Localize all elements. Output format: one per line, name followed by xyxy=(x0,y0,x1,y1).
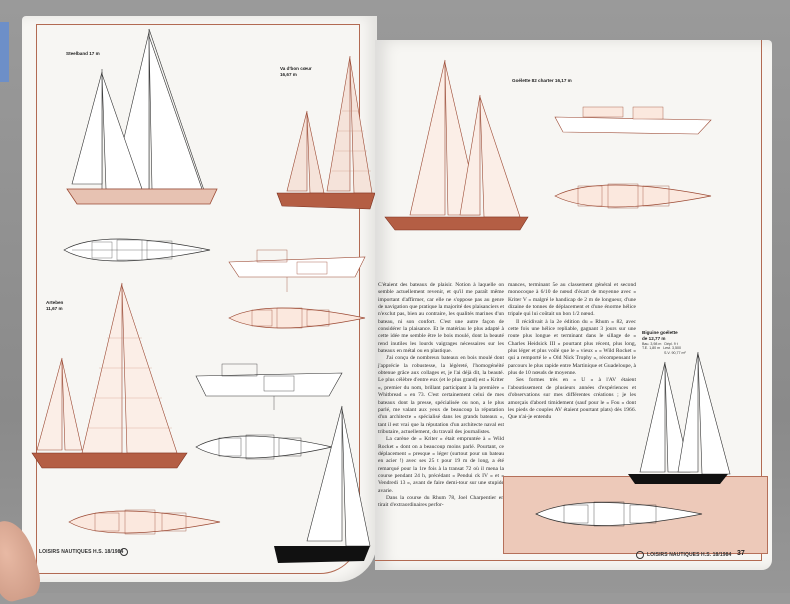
steelband-sail-plan-drawing xyxy=(66,28,218,205)
arteben-sail-plan-drawing xyxy=(31,282,188,469)
page-number: 37 xyxy=(737,550,745,557)
article-column-1: C'étaient des bateaux de plaisir. Notion… xyxy=(378,282,504,509)
biguine-plan-panel xyxy=(503,476,768,554)
page-frame xyxy=(36,24,360,574)
label-goelette: Goélette 82 charter 16,17 m xyxy=(512,78,572,83)
goelette-deck-plan-drawing xyxy=(554,183,712,209)
goelette-sail-plan-drawing xyxy=(384,59,529,231)
footer-logo-icon xyxy=(636,551,644,559)
label-steelband: Steelband 17 m xyxy=(66,51,100,56)
steelband-deck-plan-drawing xyxy=(63,238,211,262)
va-dbon-coeur-sail-plan-drawing xyxy=(276,55,376,210)
arteben-deck-plan-drawing xyxy=(68,509,221,535)
article-column-2: mances, terminant 5e au classement génér… xyxy=(508,282,636,421)
biguine-deck-plan-drawing xyxy=(535,501,703,527)
page-frame xyxy=(375,40,762,561)
section-deck-plan-drawing xyxy=(195,434,333,460)
va-dbon-coeur-deck-plan-drawing xyxy=(228,307,366,329)
blue-book-edge xyxy=(0,22,9,82)
right-page: Goélette 82 charter 16,17 m C'étaient de… xyxy=(375,40,772,570)
section-profile-drawing xyxy=(195,363,343,410)
left-footer: LOISIRS NAUTIQUES H.S. 18/1984 xyxy=(39,549,124,555)
footer-logo-icon xyxy=(120,548,128,556)
biguine-specs: Bau. 3,98 m Dépl. 9 t T.E. 1,80 m Lest. … xyxy=(642,342,686,355)
sloop-sail-plan-drawing xyxy=(274,405,371,563)
goelette-profile-drawing xyxy=(554,106,712,135)
va-dbon-coeur-profile-drawing xyxy=(228,249,366,292)
right-footer: LOISIRS NAUTIQUES H.S. 18/1984 xyxy=(647,552,732,558)
biguine-sail-plan-drawing xyxy=(628,351,731,484)
